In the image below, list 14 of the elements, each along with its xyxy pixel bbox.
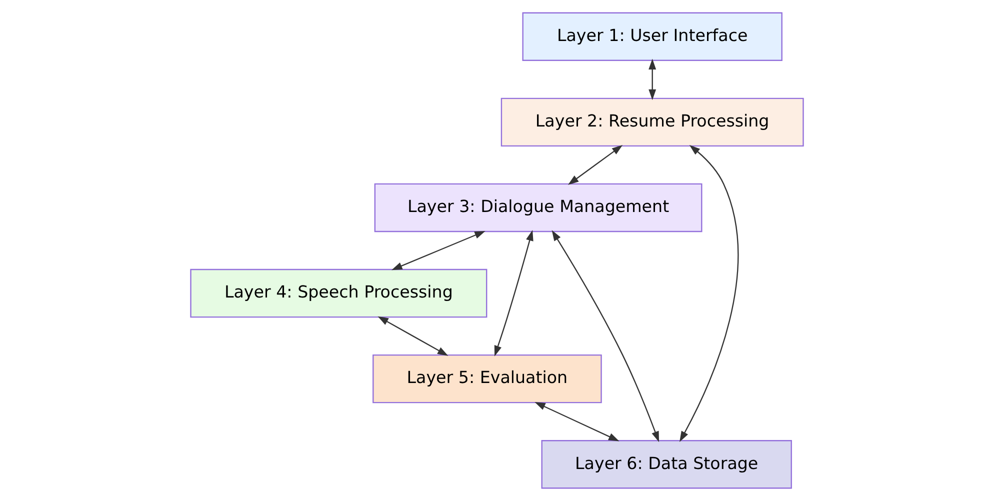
node-box: Layer 3: Dialogue Management <box>374 183 702 232</box>
arrow <box>551 230 659 442</box>
arrow <box>679 145 738 442</box>
arrow <box>494 230 533 356</box>
arrow <box>377 316 448 356</box>
arrow <box>391 230 485 270</box>
arrow <box>534 402 619 442</box>
arrow <box>648 58 656 100</box>
node-box: Layer 6: Data Storage <box>540 440 792 489</box>
node-box: Layer 4: Speech Processing <box>190 268 487 318</box>
node-box: Layer 1: User Interface <box>522 12 782 61</box>
arrow <box>567 145 622 185</box>
node-box: Layer 2: Resume Processing <box>500 98 804 147</box>
node-box: Layer 5: Evaluation <box>372 354 602 404</box>
